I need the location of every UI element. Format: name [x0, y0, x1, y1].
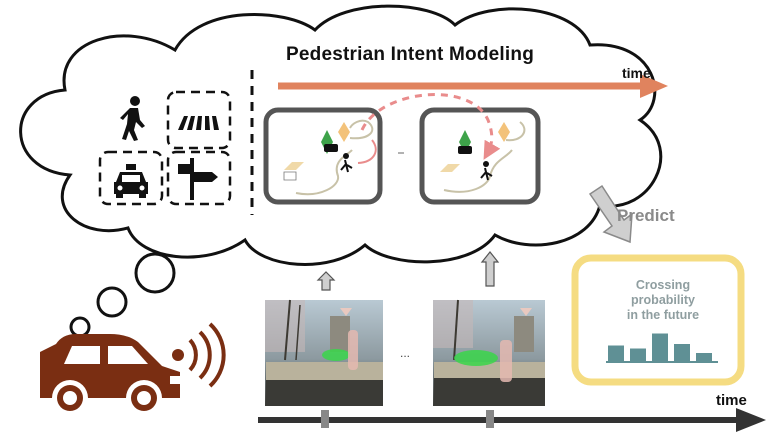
intent-dashed-link	[360, 93, 501, 160]
signpost-icon	[178, 158, 218, 200]
probability-bar-4	[674, 344, 690, 362]
context-icon-group	[98, 90, 232, 206]
result-box-text: Crossing probability in the future	[588, 278, 738, 323]
result-text-line-2: probability	[631, 293, 695, 307]
pedestrian-icon	[120, 96, 145, 141]
time-axis-bottom	[258, 408, 766, 432]
up-arrow-1	[316, 271, 336, 291]
time-arrow-top	[278, 74, 668, 98]
predict-arrow	[588, 184, 633, 244]
car-icon	[40, 334, 180, 411]
taxi-icon	[114, 164, 148, 198]
result-box	[571, 254, 745, 386]
probability-bar-5	[696, 353, 712, 362]
crosswalk-icon	[178, 116, 219, 130]
probability-bar-3	[652, 333, 668, 362]
probability-bars	[608, 333, 712, 362]
result-text-line-3: in the future	[626, 308, 700, 322]
result-text-line-1: Crossing	[635, 278, 691, 292]
predict-label: Predict	[617, 206, 675, 225]
time-label-top: time	[622, 65, 651, 81]
camera-frame-1	[265, 299, 383, 406]
thought-bubbles	[69, 252, 176, 338]
camera-frame-2	[433, 299, 545, 406]
probability-bar-2	[630, 348, 646, 362]
probability-bar-1	[608, 345, 624, 362]
intent-frame-2	[419, 107, 541, 205]
time-label-bottom: time	[716, 392, 747, 409]
diagram-title: Pedestrian Intent Modeling	[286, 44, 534, 65]
up-arrow-2	[480, 251, 500, 287]
frames-ellipsis: ...	[400, 346, 411, 360]
intent-frame-1	[263, 107, 383, 205]
signal-waves-icon	[172, 322, 226, 388]
